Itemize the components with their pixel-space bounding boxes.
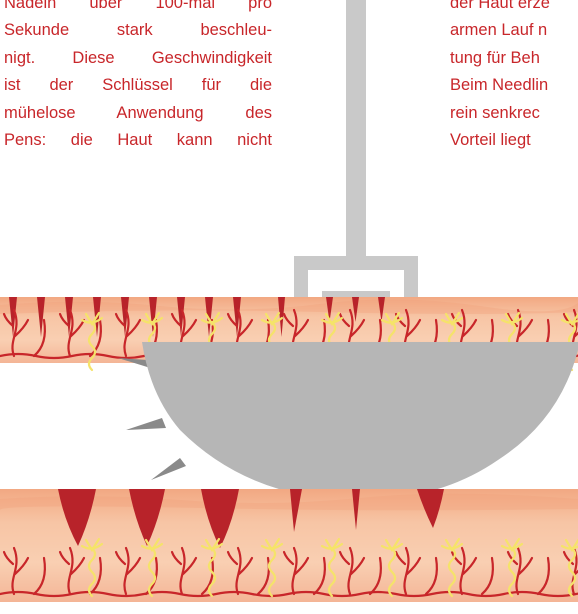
pen-shaft xyxy=(346,0,366,260)
skin-panel-bottom xyxy=(0,489,578,602)
roller-wheel xyxy=(142,342,578,500)
